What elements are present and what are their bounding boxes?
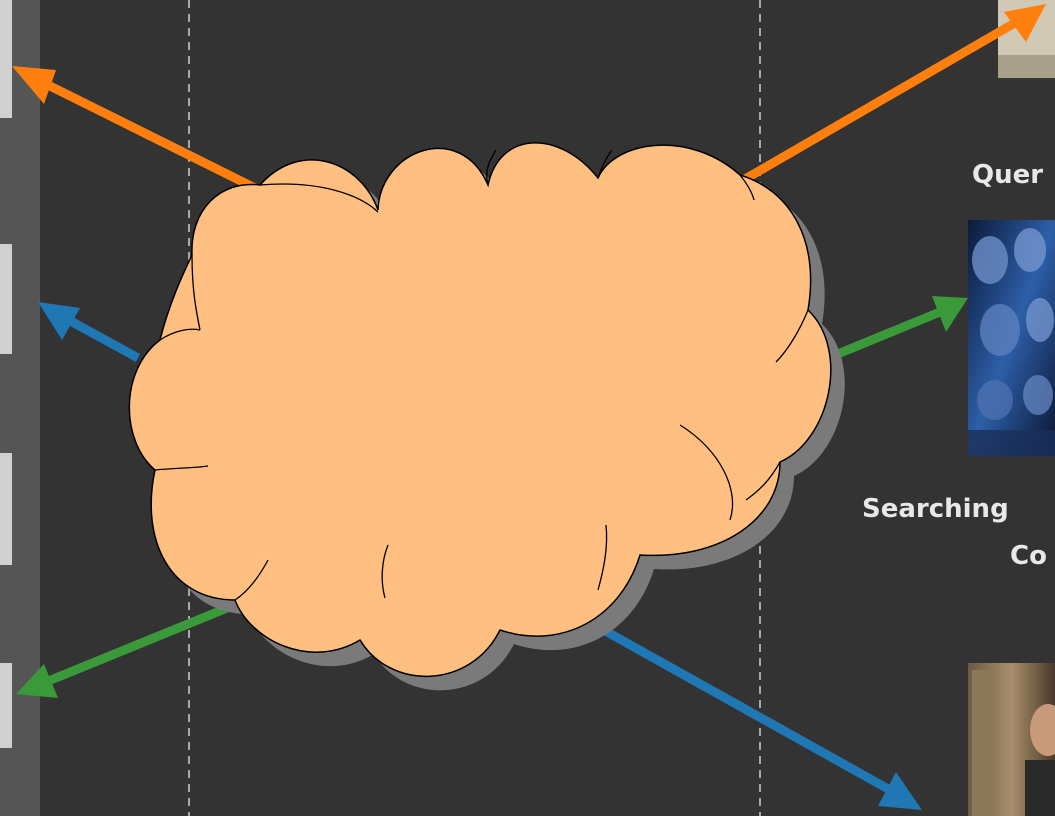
left-tab-2 <box>0 244 12 354</box>
arrow-blue-left <box>65 318 138 358</box>
searching-caption-line1: Searching <box>862 496 1009 522</box>
query-caption: Quer <box>972 162 1043 188</box>
left-tab-4 <box>0 663 12 748</box>
central-cloud <box>129 143 830 677</box>
left-tab-3 <box>0 453 12 565</box>
brain-scans-image <box>968 220 1055 456</box>
library-person-photo <box>968 663 1055 816</box>
searching-caption-line2: Co <box>1010 543 1047 569</box>
arrow-green-right <box>828 312 940 358</box>
arrow-orange-right <box>740 20 1020 182</box>
left-tab-1 <box>0 0 12 118</box>
arrow-green-left <box>46 606 232 682</box>
arrow-orange-left <box>42 82 255 188</box>
arrow-blue-right <box>600 628 890 790</box>
